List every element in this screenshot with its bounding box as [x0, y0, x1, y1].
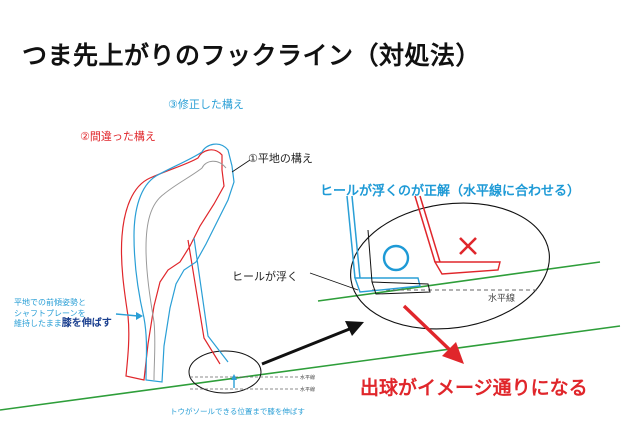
feet-ellipse [188, 350, 262, 394]
knees-note-strong: 膝を伸ばす [61, 318, 112, 329]
callout-correct: ヒールが浮くのが正解（水平線に合わせる） [320, 184, 581, 199]
club-blue [346, 195, 421, 293]
label-horizontal: 水平線 [488, 294, 516, 304]
slope-ground-line [0, 325, 621, 411]
knees-note: 平地での前傾姿勢と シャフトプレーンを 維持したまま膝を伸ばす [14, 298, 140, 330]
label-corrected-stance: ③修正した構え [168, 98, 244, 111]
slope-zoom-line [317, 261, 601, 302]
club-black [367, 229, 431, 295]
result-arrow [402, 304, 464, 364]
label-heel-lifts: ヒールが浮く [232, 270, 298, 283]
knee-arrow [115, 312, 143, 320]
zoom-ellipse [350, 202, 550, 330]
heel-leader [309, 272, 359, 291]
golfer-wrong-red [120, 149, 225, 381]
label-horizontal-small-2: 水平線 [300, 387, 316, 393]
page-title: つま先上がりのフックライン（対処法） [22, 41, 482, 70]
label-flat-stance: ①平地の構え [248, 152, 313, 165]
golfer-flat-gray [145, 160, 227, 381]
knees-note-line2: シャフトプレーンを [14, 308, 86, 318]
label-wrong-stance: ②間違った構え [80, 130, 156, 143]
circle-icon [382, 244, 410, 272]
club-red [414, 195, 501, 275]
knees-note-line3: 維持したまま [14, 319, 62, 328]
cross-icon [459, 237, 477, 255]
callout-result: 出球がイメージ通りになる [360, 377, 588, 399]
label-horizontal-small-1: 水平線 [300, 375, 316, 381]
knees-note-line1: 平地での前傾姿勢と [14, 298, 86, 307]
toe-note: トウがソールできる位置まで膝を伸ばす [170, 407, 305, 416]
toe-arrow [231, 374, 237, 388]
golfer-corrected-blue [133, 143, 235, 383]
zoom-arrow [261, 321, 364, 366]
flat-leader [231, 159, 251, 173]
